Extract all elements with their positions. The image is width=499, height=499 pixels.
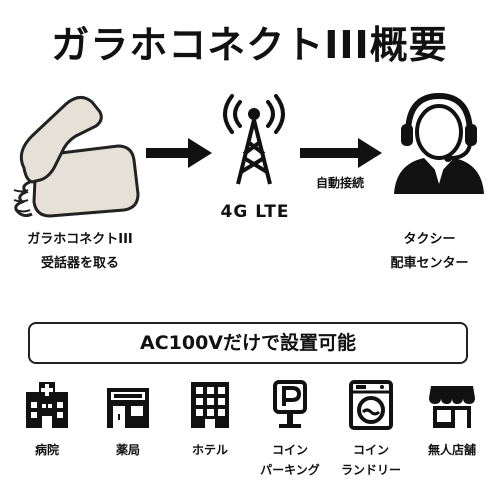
facility-hotel: ホテル xyxy=(168,380,252,460)
desk-phone-icon xyxy=(6,86,142,220)
facility-label: 無人店舗 xyxy=(427,443,476,457)
facility-pharmacy: 薬局 xyxy=(86,380,170,460)
facility-label-line1: コイン xyxy=(271,443,308,457)
hospital-icon xyxy=(5,380,89,430)
laundry-icon xyxy=(329,380,413,430)
facility-label: ホテル xyxy=(191,443,228,457)
cell-tower-icon xyxy=(204,92,304,188)
phone-label-line2: 受話器を取る xyxy=(40,256,119,271)
facility-hospital: 病院 xyxy=(5,380,89,460)
page-title: ガラホコネクトIII概要 xyxy=(51,23,448,67)
facility-laundry: コイン ランドリー xyxy=(329,380,413,480)
arrow-right-icon xyxy=(300,138,382,168)
pharmacy-icon xyxy=(86,380,170,430)
facility-label-line2: パーキング xyxy=(260,463,320,477)
facility-shop: 無人店舗 xyxy=(410,380,494,460)
hotel-icon xyxy=(168,380,252,430)
facility-label-line1: コイン xyxy=(352,443,389,457)
arrow-right-icon xyxy=(146,138,212,168)
center-label-line1: タクシー xyxy=(403,232,456,247)
facility-label: 病院 xyxy=(34,443,59,457)
phone-label-line1: ガラホコネクトIII xyxy=(27,232,133,247)
auto-connect-label: 自動接続 xyxy=(315,176,364,190)
phone-label: ガラホコネクトIII 受話器を取る xyxy=(0,228,160,276)
facility-parking: コイン パーキング xyxy=(248,380,332,480)
parking-icon xyxy=(248,380,332,430)
operator-headset-icon xyxy=(384,88,494,196)
facility-label: 薬局 xyxy=(115,443,140,457)
center-label-line2: 配車センター xyxy=(390,256,469,271)
network-label: 4G LTE xyxy=(220,202,290,222)
facility-label-line2: ランドリー xyxy=(340,463,401,477)
center-label: タクシー 配車センター xyxy=(360,228,499,276)
power-banner: AC100Vだけで設置可能 xyxy=(28,322,468,364)
shop-icon xyxy=(410,380,494,430)
